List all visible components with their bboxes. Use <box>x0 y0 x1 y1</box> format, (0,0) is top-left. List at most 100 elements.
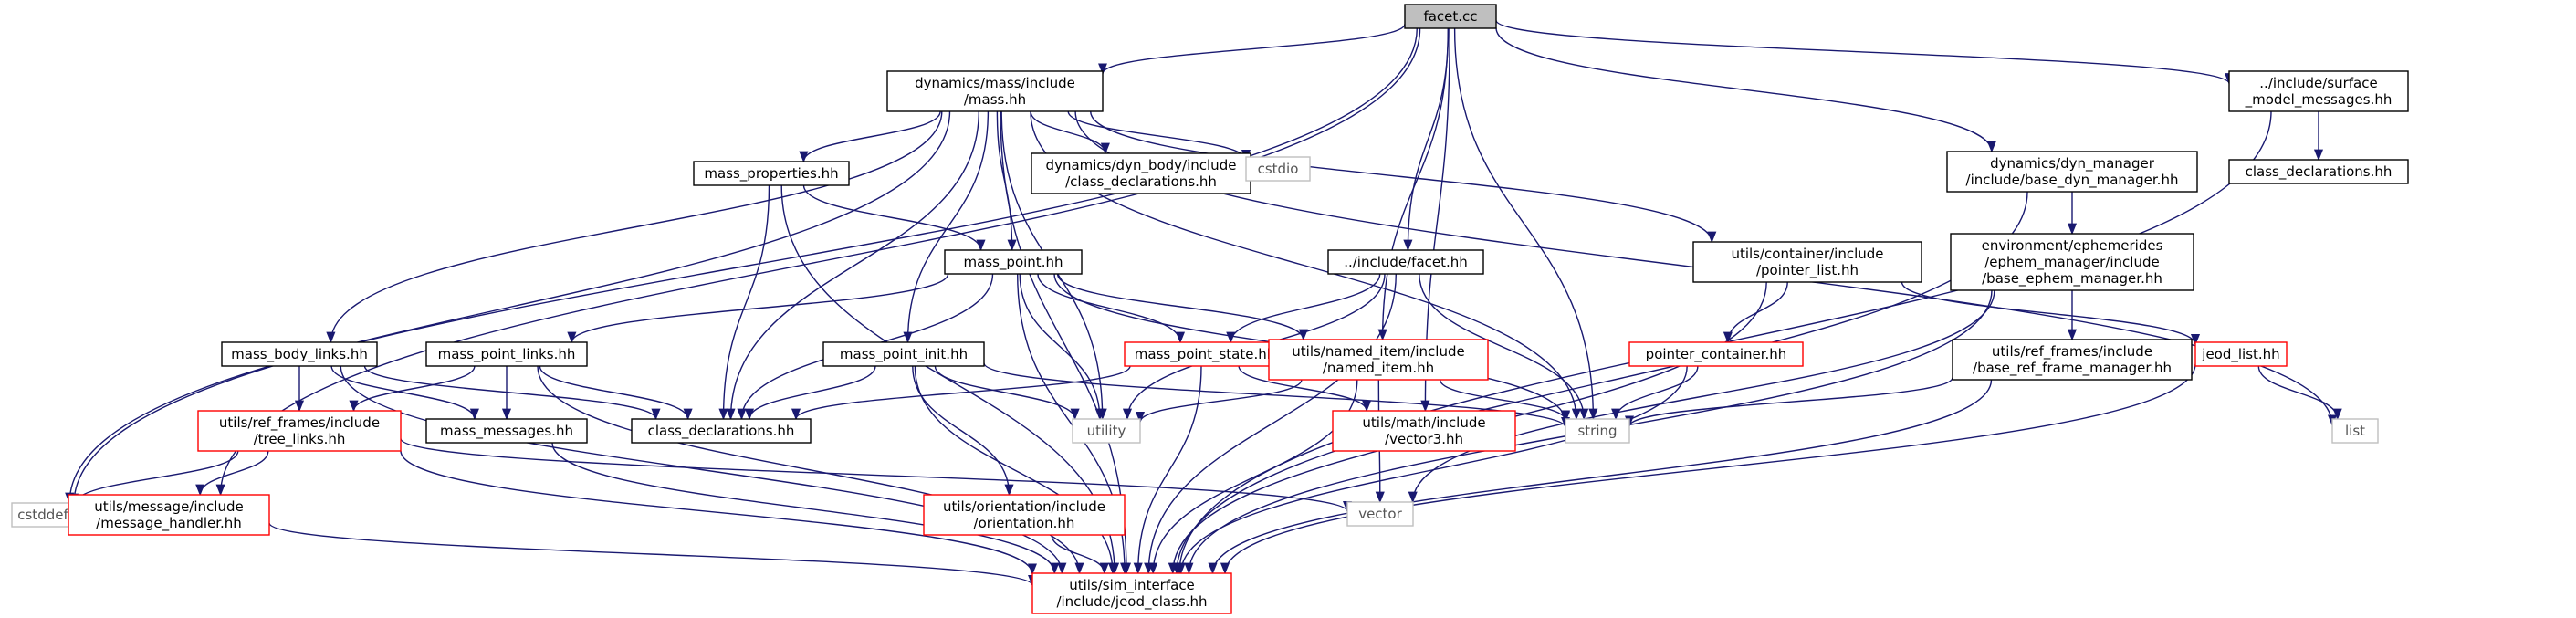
node-label: mass_properties.hh <box>704 165 838 183</box>
node-mass_point_links[interactable]: mass_point_links.hh <box>425 341 588 367</box>
node-label: /vector3.hh <box>1385 431 1463 447</box>
edge-mass_point_init-to-string <box>983 362 1570 429</box>
node-cstdio[interactable]: cstdio <box>1245 156 1311 182</box>
node-label: mass_point_state.hh <box>1135 346 1275 363</box>
node-named_item[interactable]: utils/named_item/include/named_item.hh <box>1268 339 1489 381</box>
edge-mass_point_links-to-jeod_class <box>537 365 1084 575</box>
node-label: class_declarations.hh <box>2246 163 2393 181</box>
node-label: mass_point_init.hh <box>840 346 968 363</box>
node-label: /message_handler.hh <box>96 515 242 532</box>
node-box <box>944 249 1083 275</box>
node-box <box>68 494 270 536</box>
node-base_ephem[interactable]: environment/ephemerides/ephem_manager/in… <box>1950 233 2194 291</box>
edge-pointer_container-to-jeod_class <box>1176 365 1688 575</box>
edge-mass_messages-to-jeod_class <box>551 442 1060 575</box>
node-class_decl_top[interactable]: class_declarations.hh <box>2228 159 2409 184</box>
node-vector[interactable]: vector <box>1346 501 1414 527</box>
node-label: /named_item.hh <box>1323 360 1434 377</box>
node-facet_hh[interactable]: ../include/facet.hh <box>1327 249 1484 275</box>
node-box <box>1072 418 1141 444</box>
node-box <box>1950 233 2194 291</box>
edge-named_item-to-utility <box>1136 379 1303 424</box>
edge-mass_point_state-to-vector3 <box>1238 365 1372 413</box>
node-box <box>221 341 378 367</box>
node-list[interactable]: list <box>2331 418 2379 444</box>
edge-base_ref_frame-to-jeod_class <box>1208 379 1993 575</box>
node-mass_messages[interactable]: mass_messages.hh <box>425 418 588 444</box>
node-label: utils/math/include <box>1362 414 1485 431</box>
node-vector3[interactable]: utils/math/include/vector3.hh <box>1332 410 1516 452</box>
node-mass_props[interactable]: mass_properties.hh <box>693 161 850 186</box>
node-label: /mass.hh <box>964 91 1026 108</box>
node-label: jeod_list.hh <box>2201 346 2279 363</box>
node-string[interactable]: string <box>1565 418 1630 444</box>
edge-mass_hh-to-class_decl <box>726 110 979 421</box>
node-mass_hh[interactable]: dynamics/mass/include/mass.hh <box>886 70 1104 112</box>
node-box <box>1346 501 1414 527</box>
edge-mass_hh-to-dyn_body_decl <box>1030 110 1110 155</box>
edge-mass_props-to-mass_point <box>802 184 986 252</box>
edge-mass_point_init-to-jeod_class <box>914 365 1118 575</box>
node-jeod_class[interactable]: utils/sim_interface/include/jeod_class.h… <box>1031 572 1232 614</box>
node-mass_point_state[interactable]: mass_point_state.hh <box>1124 341 1286 367</box>
node-label: utils/named_item/include <box>1292 343 1464 361</box>
node-orientation[interactable]: utils/orientation/include/orientation.hh <box>923 494 1126 536</box>
node-label: list <box>2345 423 2365 439</box>
node-label: facet.cc <box>1423 8 1477 25</box>
edge-base_ref_frame-to-string <box>1625 377 1953 428</box>
edge-facet_cc-to-mass_hh <box>1098 23 1406 75</box>
header-nodes: facet.cc dynamics/mass/include/mass.hh ../… <box>11 4 2409 614</box>
node-label: environment/ephemerides <box>1982 237 2163 254</box>
node-label: dynamics/mass/include <box>915 75 1075 91</box>
node-message_handler[interactable]: utils/message/include/message_handler.hh <box>68 494 270 536</box>
edge-mass_hh-to-mass_point_init <box>903 110 990 344</box>
node-label: ../include/facet.hh <box>1344 254 1468 270</box>
edge-mass_hh-to-mass_body_links <box>326 110 943 344</box>
node-surface_msgs[interactable]: ../include/surface_model_messages.hh <box>2228 70 2409 112</box>
node-label: /base_ref_frame_manager.hh <box>1973 360 2172 377</box>
node-box <box>2228 159 2409 184</box>
edge-mass_hh-to-mass_props <box>799 110 941 163</box>
node-mass_point[interactable]: mass_point.hh <box>944 249 1083 275</box>
node-label: pointer_container.hh <box>1646 346 1787 363</box>
edge-tree_links-to-message_handler <box>195 450 269 497</box>
node-class_decl[interactable]: class_declarations.hh <box>631 418 812 444</box>
node-label: utils/container/include <box>1731 246 1883 262</box>
edge-mass_point-to-named_item <box>1056 273 1308 341</box>
dependency-edges <box>65 19 2342 587</box>
node-base_ref_frame[interactable]: utils/ref_frames/include/base_ref_frame_… <box>1952 339 2193 381</box>
node-label: /ephem_manager/include <box>1984 254 2159 271</box>
node-box <box>1946 151 2198 193</box>
node-tree_links[interactable]: utils/ref_frames/include/tree_links.hh <box>197 410 402 452</box>
node-box <box>631 418 812 444</box>
node-base_dyn_mgr[interactable]: dynamics/dyn_manager/include/base_dyn_ma… <box>1946 151 2198 193</box>
node-mass_point_init[interactable]: mass_point_init.hh <box>822 341 985 367</box>
node-pointer_list[interactable]: utils/container/include/pointer_list.hh <box>1692 241 1922 283</box>
node-label: utils/ref_frames/include <box>1992 343 2152 361</box>
node-box <box>886 70 1104 112</box>
edge-facet_cc-to-facet_hh <box>1403 27 1450 252</box>
edge-mass_point_init-to-utility <box>934 365 1080 421</box>
node-box <box>1628 341 1804 367</box>
node-label: vector <box>1358 506 1402 522</box>
node-label: utils/sim_interface <box>1069 577 1195 594</box>
node-pointer_container[interactable]: pointer_container.hh <box>1628 341 1804 367</box>
node-facet_cc[interactable]: facet.cc <box>1404 4 1497 29</box>
edge-mass_props-to-class_decl <box>718 184 770 421</box>
edge-mass_point-to-mass_point_links <box>567 273 949 344</box>
edge-facet_cc-to-cstddef <box>69 27 1418 506</box>
edge-jeod_list-to-jeod_class <box>1220 363 2196 575</box>
edge-pointer_list-to-jeod_list <box>1901 281 2200 346</box>
node-label: mass_body_links.hh <box>231 346 368 363</box>
node-cstddef[interactable]: cstddef <box>11 502 75 528</box>
node-jeod_list[interactable]: jeod_list.hh <box>2194 341 2288 367</box>
edge-orientation-to-jeod_class <box>1051 534 1109 575</box>
edge-mass_point_state-to-jeod_class <box>1133 365 1202 575</box>
node-mass_body_links[interactable]: mass_body_links.hh <box>221 341 378 367</box>
edge-facet_hh-to-string <box>1419 273 1589 421</box>
edge-facet_cc-to-base_dyn_mgr <box>1495 27 1996 153</box>
node-dyn_body_decl[interactable]: dynamics/dyn_body/include/class_declarat… <box>1031 152 1251 194</box>
node-utility[interactable]: utility <box>1072 418 1141 444</box>
edge-facet_hh-to-mass_point_state <box>1226 273 1381 344</box>
